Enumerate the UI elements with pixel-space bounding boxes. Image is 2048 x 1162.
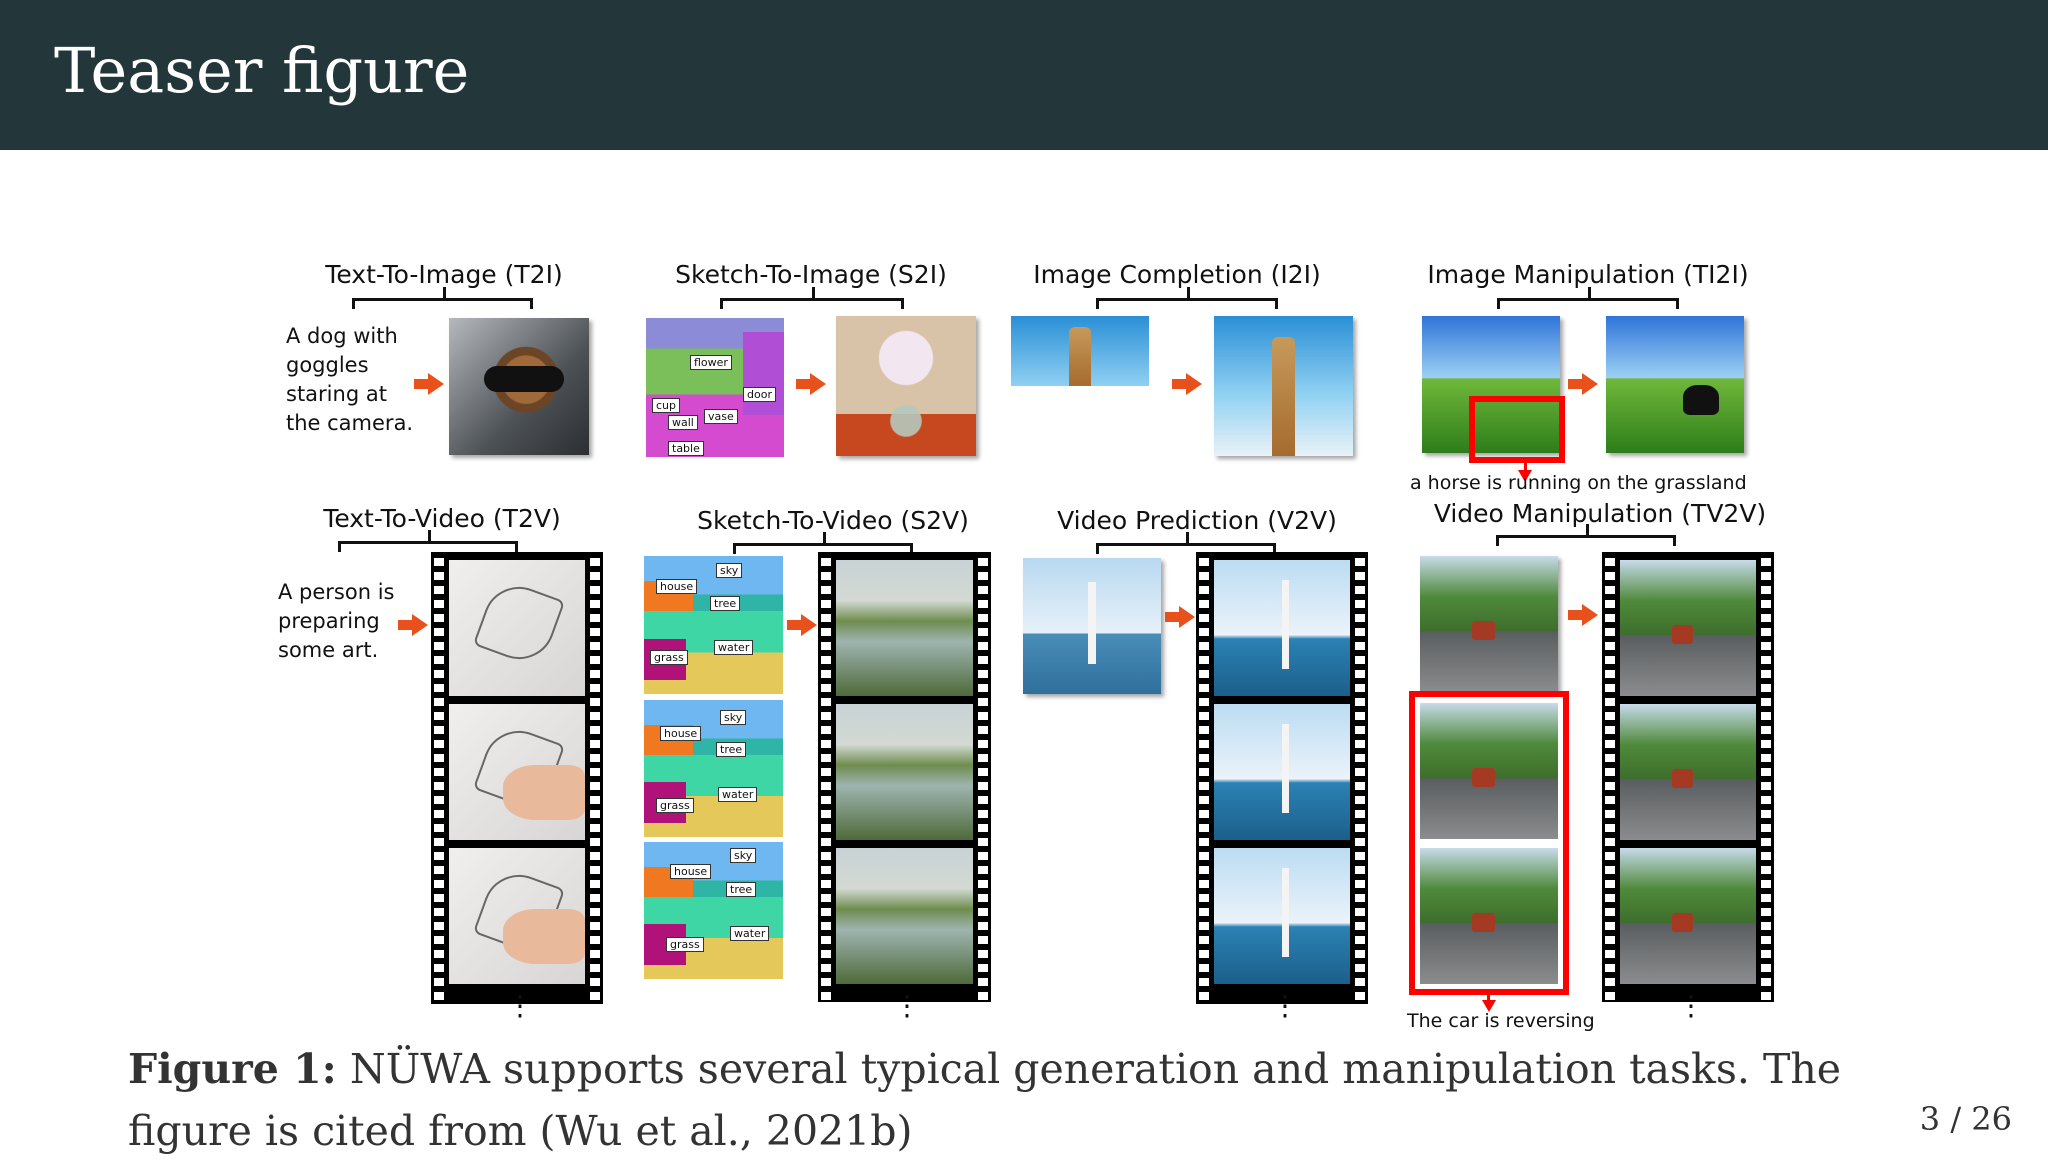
sketch-tag: cup [652,398,681,413]
task-label-t2i: Text-To-Image (T2I) [325,260,563,289]
continuation-dots: ⋮ [893,989,921,1022]
sketch-tag: grass [656,798,694,813]
bracket-s2i [720,287,904,309]
video-frame [1620,704,1756,840]
tv2v-text-prompt: The car is reversing [1407,1010,1595,1032]
video-frame [449,704,585,840]
tv2v-pointer-line [1487,995,1490,1002]
sketch-tag: wall [668,415,698,430]
task-label-s2i: Sketch-To-Image (S2I) [675,260,947,289]
ti2i-result-image [1606,316,1744,453]
arrow-icon [1568,604,1598,626]
task-label-tv2v: Video Manipulation (TV2V) [1433,499,1767,528]
caption-label: Figure 1: [128,1045,337,1093]
video-frame [836,704,973,840]
sketch-tag: grass [666,937,704,952]
tv2v-filmstrip [1602,552,1774,1002]
arrow-icon [787,614,817,636]
v2v-source-frame [1023,558,1161,694]
ti2i-pointer-line [1524,462,1527,472]
sketch-tag: sky [716,563,743,578]
sketch-tag: tree [726,882,757,897]
s2i-generated-image [836,316,976,456]
tv2v-edit-region [1409,691,1569,995]
arrow-icon [398,614,428,636]
ti2i-pointer-arrow [1518,470,1532,482]
sketch-tag: tree [710,596,741,611]
v2v-filmstrip [1196,552,1368,1004]
tv2v-source-frame [1420,556,1558,692]
s2v-sketch-map: sky house tree water grass [644,842,783,979]
video-frame [449,560,585,696]
bracket-t2v [338,530,518,552]
sketch-tag: tree [716,742,747,757]
sketch-tag: table [668,441,704,456]
t2v-prompt: A person is preparing some art. [278,580,395,662]
sketch-tag: house [660,726,702,741]
s2v-sketch-map: sky house tree water grass [644,700,783,837]
video-frame [449,848,585,984]
tv2v-pointer-arrow [1482,1000,1496,1012]
task-label-s2v: Sketch-To-Video (S2V) [697,506,969,535]
task-label-t2v: Text-To-Video (T2V) [323,504,561,533]
video-frame [836,848,973,984]
i2i-partial-image [1011,316,1149,386]
arrow-icon [1568,373,1598,395]
arrow-icon [1172,373,1202,395]
video-frame [836,560,973,696]
ti2i-edit-region [1469,396,1565,463]
arrow-icon [414,373,444,395]
sketch-tag: water [718,787,758,802]
sketch-tag: grass [650,650,688,665]
bracket-v2v [1096,532,1276,554]
s2i-sketch-map: flower door cup wall vase table [646,318,784,457]
sketch-tag: house [670,864,712,879]
page-number: 3 / 26 [1919,1100,2012,1138]
sketch-tag: water [730,926,770,941]
tv2v-source-frame [1420,703,1558,839]
sketch-tag: door [743,387,776,402]
slide-header: Teaser figure [0,0,2048,150]
task-label-v2v: Video Prediction (V2V) [1057,506,1337,535]
task-label-i2i: Image Completion (I2I) [1033,260,1321,289]
ti2i-text-prompt: a horse is running on the grassland [1410,472,1747,494]
slide-title: Teaser figure [54,34,470,107]
t2i-prompt: A dog with goggles staring at the camera… [286,324,414,435]
arrow-icon [1165,606,1195,628]
task-label-ti2i: Image Manipulation (TI2I) [1427,260,1749,289]
sketch-tag: flower [690,355,732,370]
video-frame [1620,560,1756,696]
s2v-sketch-map: sky house tree water grass [644,556,783,694]
bracket-i2i [1096,287,1278,309]
tv2v-source-frame [1420,848,1558,984]
bracket-ti2i [1497,287,1679,309]
continuation-dots: ⋮ [1677,989,1705,1022]
video-frame [1214,848,1350,984]
sketch-tag: sky [720,710,747,725]
i2i-completed-image [1214,316,1353,456]
video-frame [1214,704,1350,840]
bracket-s2v [733,532,913,554]
continuation-dots: ⋮ [506,989,534,1022]
arrow-icon [796,373,826,395]
bracket-tv2v [1496,524,1676,546]
figure-caption: Figure 1: NÜWA supports several typical … [128,1038,1958,1162]
t2i-generated-image [449,318,589,455]
t2v-filmstrip [431,552,603,1004]
sketch-tag: vase [704,409,738,424]
sketch-tag: house [656,579,698,594]
sketch-tag: water [714,640,754,655]
sketch-tag: sky [730,848,757,863]
video-frame [1214,560,1350,696]
s2v-filmstrip [818,552,991,1002]
bracket-t2i [352,287,533,309]
ti2i-source-image [1422,316,1560,453]
video-frame [1620,848,1756,984]
continuation-dots: ⋮ [1271,989,1299,1022]
caption-text: NÜWA supports several typical generation… [128,1045,1841,1155]
